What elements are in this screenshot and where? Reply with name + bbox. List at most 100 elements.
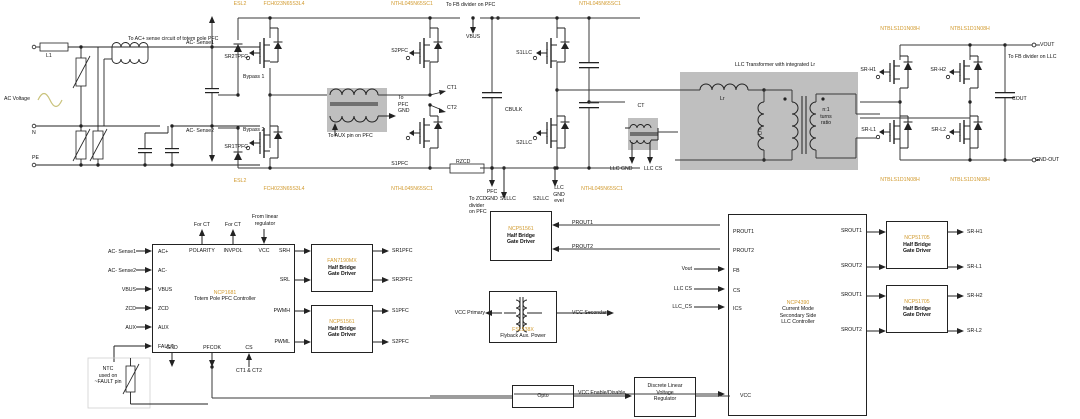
llc-controller-right-arrows (867, 229, 886, 334)
llc-controller-part: NCP4390 (786, 300, 810, 306)
pin-srout2-a: SROUT2 (840, 263, 862, 269)
net-aux: AUX (125, 325, 136, 331)
out-s2pfc: S2PFC (392, 339, 409, 345)
sr2tpfc-label: SR2TPFC (224, 54, 248, 60)
pfc-controller-right-arrows (295, 248, 311, 345)
pin-cs-llc: CS (733, 288, 741, 294)
pin-srout1-b: SROUT1 (840, 292, 862, 298)
llc-hb-driver-name: Half Bridge Gate Driver (507, 232, 535, 246)
sr-tr-part: NTBLS1D1N08H (950, 26, 990, 32)
secondary-svg (860, 42, 1040, 163)
sr-driver2-block[interactable]: NCP51705 Half Bridge Gate Driver (886, 285, 948, 333)
pe-label: PE (32, 155, 39, 161)
pin-pwml: PWML (274, 339, 290, 345)
pin-pwmh: PWMH (273, 308, 290, 314)
regulator-name: Discrete Linear Voltage Regulator (647, 383, 683, 402)
transformer-svg (675, 83, 880, 162)
llc-controller-block[interactable] (728, 214, 867, 416)
regulator-block[interactable] (634, 377, 696, 417)
sr-br-part: NTBLS1D1N08H (950, 177, 990, 183)
out-sr-h2: SR-H2 (967, 293, 983, 299)
l1-label: L1 (46, 53, 52, 59)
ct1-label: CT1 (447, 85, 457, 91)
to-fb-llc-note: To FB divider on LLC (1008, 54, 1057, 60)
pin-vcc: VCC (258, 248, 270, 254)
ac-sense2-label: AC- Sense2 (186, 128, 214, 134)
sr1tpfc-label: SR1TPFC (224, 144, 248, 150)
vcc-primary-label: VCC Primary (454, 310, 485, 316)
ntc-svg (87, 357, 208, 409)
pfc-bottom-fet-part: FCH023N65S3L4 (263, 186, 305, 192)
sr-driver2-part: NCP51705 (904, 299, 930, 306)
llc-gnd-label: LLC GND (610, 166, 633, 172)
sr-driver1-part: NCP51705 (904, 235, 930, 242)
aux-transformer-icon (504, 297, 542, 333)
pfc-controller-top-arrows (199, 229, 267, 244)
pfc-sr-driver-part: FAN7190MX (327, 258, 357, 265)
llc-hb-driver-io (552, 222, 720, 252)
bottom-bus-svg (430, 393, 730, 399)
vout-label: VOUT (1040, 42, 1055, 48)
s1llc-net-label: S1LLC (500, 196, 516, 202)
note-for-ct-1: For CT (193, 222, 211, 228)
prout2-net-label: PROUT2 (572, 244, 594, 250)
pfc-top-fet-part: FCH023N65S3L4 (263, 1, 305, 7)
pfc-gnd-label: PFC GND (486, 189, 498, 202)
pfc-sw-driver-part: NCP51561 (329, 319, 355, 326)
pin-aux: AUX (158, 325, 169, 331)
sr-h1-label: SR-H1 (860, 67, 876, 73)
pin-pfcok: PFCOK (203, 345, 221, 351)
out-sr1pfc: SR1PFC (392, 248, 413, 254)
out-sr2pfc: SR2PFC (392, 277, 413, 283)
llc-cs-label: LLC CS (644, 166, 663, 172)
vcc-enable-net: VCC Enable/Disable (578, 390, 626, 396)
s1llc-label: S1LLC (516, 50, 532, 56)
llc-primary-svg (480, 16, 680, 170)
net-zcd: ZCD (125, 306, 136, 312)
opto-block[interactable] (512, 385, 574, 408)
lm-label: Lm (757, 127, 764, 135)
to-fb-divider-note: To FB divider on PFC (446, 2, 496, 8)
aux-power-name: Flyback Aux. Power (500, 333, 546, 339)
to-pfc-gnd-note: To PFC GND (398, 95, 410, 114)
aux-winding-shade (327, 88, 387, 132)
llc-bottom-part: NTHL045N65SC1 (581, 186, 623, 192)
pfc-sw-top-part: NTHL045N65SC1 (391, 1, 433, 7)
pin-gnd: GND (166, 345, 178, 351)
sr-h2-label: SR-H2 (930, 67, 946, 73)
input-stage-svg (31, 16, 260, 168)
pin-acn: AC- (158, 268, 167, 274)
llc-hb-driver-block[interactable]: NCP51561 Half Bridge Gate Driver (490, 211, 552, 261)
sr-driver1-block[interactable]: NCP51705 Half Bridge Gate Driver (886, 221, 948, 269)
transformer-title: LLC Transformer with integrated Lr (734, 62, 816, 68)
turns-ratio-label: n:1 turns ratio (820, 107, 832, 126)
ct2-label: CT2 (447, 105, 457, 111)
sr-l2-label: SR-L2 (931, 127, 946, 133)
aux-power-block[interactable] (489, 291, 557, 343)
pin-srout1-a: SROUT1 (840, 228, 862, 234)
pfc-controller-block[interactable] (152, 244, 295, 353)
s2pfc-label: S2PFC (391, 48, 408, 54)
pfc-sw-bottom-part: NTHL045N65SC1 (391, 186, 433, 192)
rzcd-label: RZCD (456, 159, 471, 165)
out-sr-l2: SR-L2 (967, 328, 982, 334)
s1pfc-label: S1PFC (391, 161, 408, 167)
to-zcd-note: To ZCD divider on PFC (469, 196, 487, 215)
pin-fb: FB (733, 268, 740, 274)
llc-gnd-level-label: LLC GND evel (553, 185, 565, 204)
pfc-sw-driver-block[interactable]: NCP51561 Half Bridge Gate Driver (311, 305, 373, 353)
net-vout-fb: Vout (681, 266, 692, 272)
pin-srout2-b: SROUT2 (840, 327, 862, 333)
note-for-ct-2: For CT (224, 222, 242, 228)
pin-cs: CS (245, 345, 253, 351)
pin-acp: AC+ (158, 249, 169, 255)
pfc-controller-part: NCP1681 (213, 290, 237, 296)
net-llc-cs2: LLC_CS (672, 304, 692, 310)
sr-driver1-name: Half Bridge Gate Driver (903, 241, 931, 255)
ct-shade (628, 118, 658, 150)
out-s1pfc: S1PFC (392, 308, 409, 314)
pfc-sr-driver-block[interactable]: FAN7190MX Half Bridge Gate Driver (311, 244, 373, 292)
pfc-stage-svg (218, 16, 460, 170)
llc-controller-name: Current Mode Secondary Side LLC Controll… (779, 306, 817, 325)
